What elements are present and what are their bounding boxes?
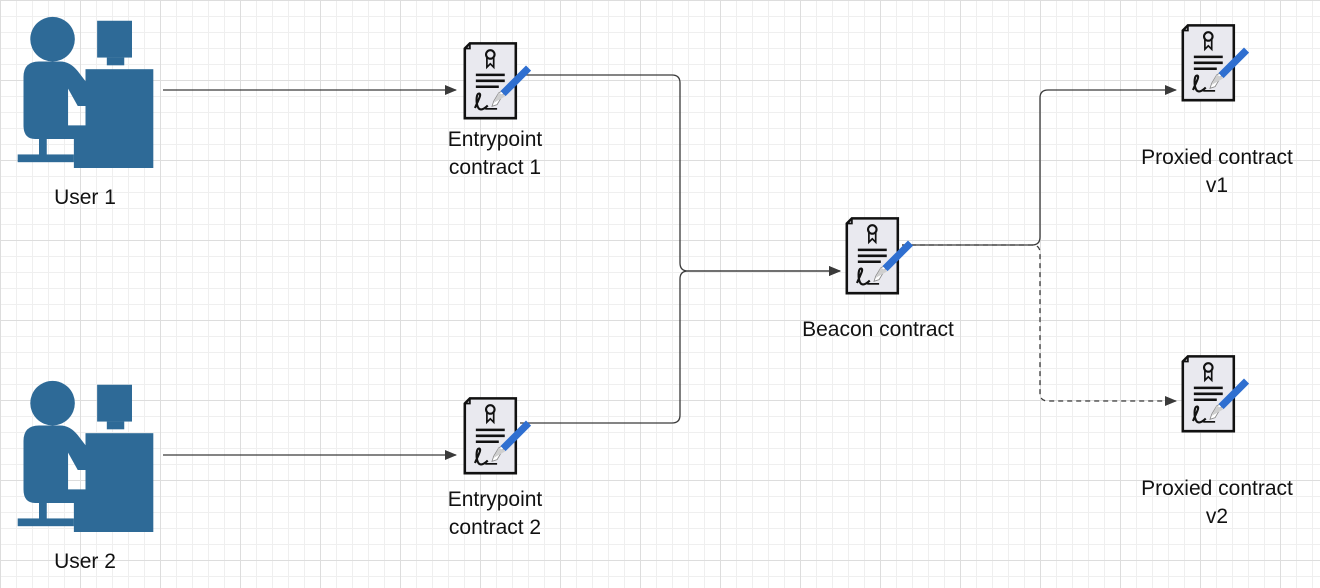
user-2-label: User 2 [54,550,116,573]
edge-entry2-to-beacon[interactable] [520,266,841,424]
connector-lines [163,74,1177,460]
user-1-icon[interactable] [17,16,154,168]
entrypoint-contract-2-label: Entrypoint contract 2 [447,488,543,539]
proxied-contract-v1-icon[interactable] [1181,23,1251,102]
proxied-contract-v2-icon[interactable] [1181,354,1251,433]
edge-entry1-to-beacon[interactable] [520,74,841,276]
proxied-contract-v1-label: Proxied contract v1 [1141,146,1293,197]
user-2-icon[interactable] [17,380,154,532]
edge-beacon-to-proxied1[interactable] [902,85,1177,246]
beacon-contract-icon[interactable] [845,216,915,295]
entrypoint-contract-2-icon[interactable] [463,396,533,475]
beacon-contract-label: Beacon contract [802,318,954,341]
proxied-contract-v2-label: Proxied contract v2 [1141,477,1293,528]
user-1-label: User 1 [54,186,116,209]
edge-beacon-to-proxied2[interactable] [902,244,1177,406]
entrypoint-contract-1-icon[interactable] [463,41,533,120]
entrypoint-contract-1-label: Entrypoint contract 1 [447,128,543,179]
